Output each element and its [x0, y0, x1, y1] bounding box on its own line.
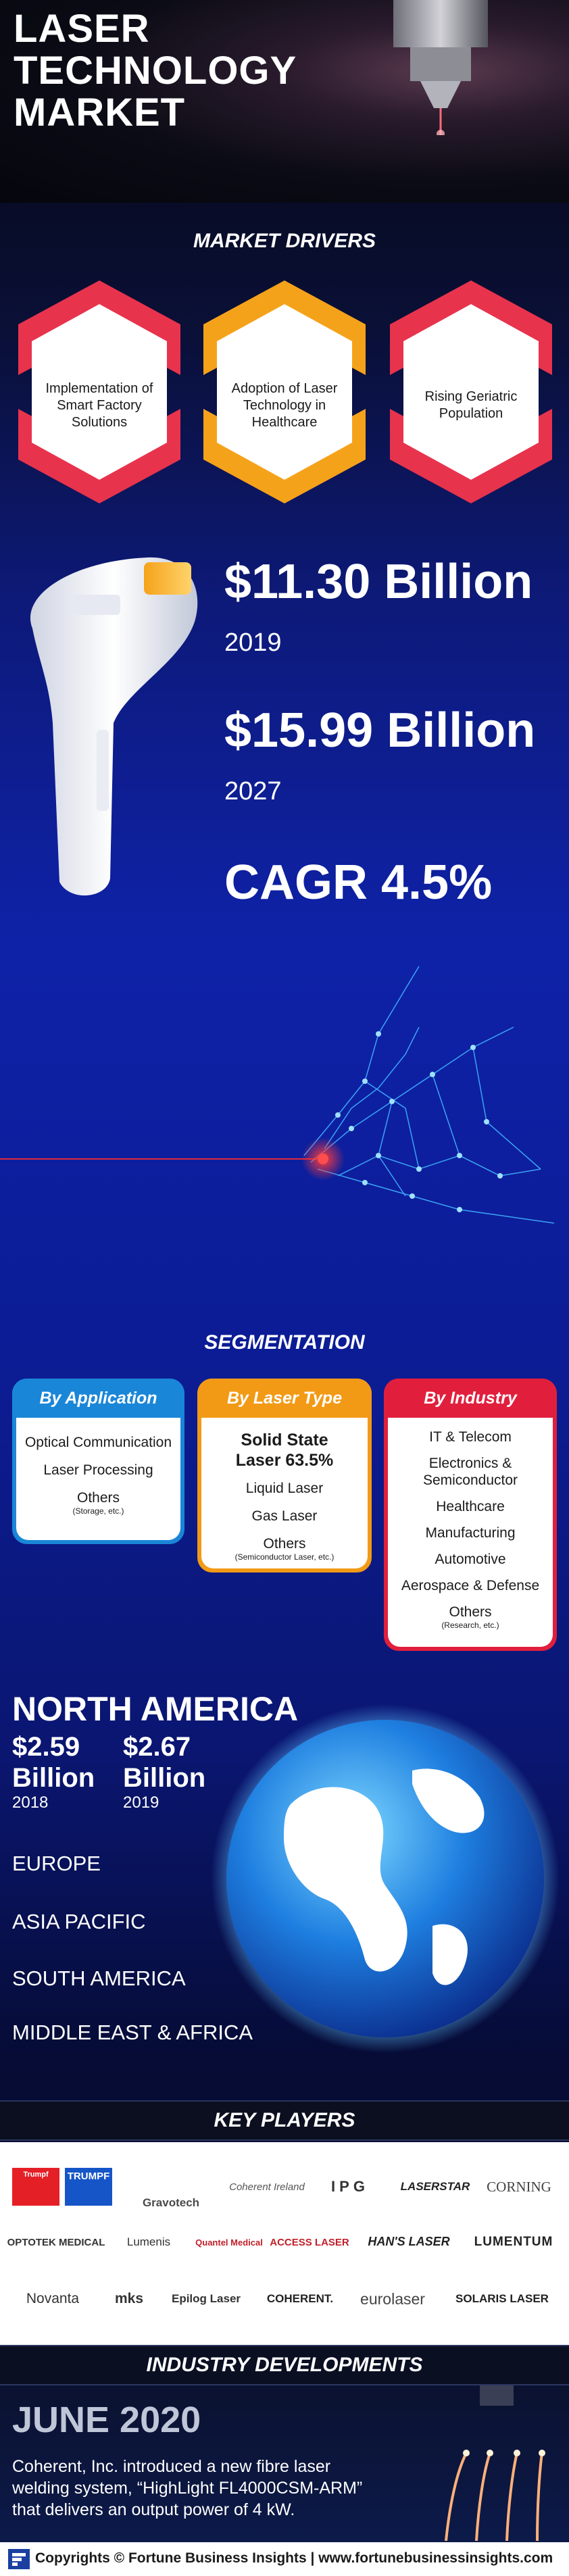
footer: Copyrights © Fortune Business Insights |…	[0, 2542, 569, 2576]
industry-developments-band: INDUSTRY DEVELOPMENTS	[0, 2345, 569, 2385]
segment-item: IT & Telecom	[429, 1429, 512, 1445]
robotic-arm-network-illustration	[0, 966, 555, 1224]
region-middle-east-africa: MIDDLE EAST & AFRICA	[12, 2021, 253, 2044]
segment-card-application: By Application Optical Communication Las…	[12, 1379, 184, 1544]
hexagon-icon	[390, 280, 552, 503]
segment-header: By Industry	[384, 1379, 557, 1418]
driver-hexagon-2: Adoption of Laser Technology in Healthca…	[200, 277, 369, 507]
segment-item: Laser Processing	[43, 1462, 153, 1478]
logo-trumpf: TRUMPF	[65, 2168, 112, 2206]
segment-item: Manufacturing	[425, 1525, 516, 1541]
na-2019-value: $2.67	[123, 1732, 191, 1762]
segment-item: Liquid Laser	[245, 1481, 324, 1496]
na-2018-value: $2.59	[12, 1732, 80, 1762]
segment-item: Electronics & Semiconductor	[422, 1456, 518, 1488]
segment-highlight: Solid State Laser 63.5%	[235, 1431, 334, 1470]
region-north-america: NORTH AMERICA	[12, 1690, 299, 1728]
hero-banner: LASER TECHNOLOGY MARKET	[0, 0, 569, 203]
na-2019-year: 2019	[123, 1793, 159, 1812]
region-south-america: SOUTH AMERICA	[12, 1966, 186, 1990]
market-value-2027: $15.99 Billion	[224, 703, 536, 758]
laser-machine-illustration	[393, 0, 488, 135]
segment-item: Automotive	[435, 1552, 506, 1567]
segment-item: Gas Laser	[251, 1508, 318, 1524]
na-2018-unit: Billion	[12, 1763, 95, 1793]
driver-hexagon-3: Rising Geriatric Population	[387, 277, 555, 507]
footer-copyright: Copyrights © Fortune Business Insights |…	[35, 2550, 553, 2566]
logo-hans-laser: HAN'S LASER	[368, 2234, 450, 2248]
segmentation-title: SEGMENTATION	[204, 1331, 365, 1354]
globe-icon	[211, 1704, 560, 2053]
segment-header: By Laser Type	[197, 1379, 372, 1418]
segment-item-others: Others (Semiconductor Laser, etc.)	[234, 1536, 335, 1562]
driver-text: Implementation of Smart Factory Solution…	[45, 380, 153, 430]
na-2018-block: $2.59 Billion 2018	[12, 1731, 95, 1812]
logo-coherent: COHERENT.	[266, 2292, 334, 2305]
segment-card-industry: By Industry IT & Telecom Electronics & S…	[384, 1379, 557, 1651]
na-2019-unit: Billion	[123, 1763, 206, 1793]
year-2019: 2019	[224, 628, 282, 657]
market-value-2019: $11.30 Billion	[224, 555, 533, 609]
fortune-logo-icon	[8, 2549, 30, 2569]
logo-epilog: Epilog Laser	[171, 2292, 241, 2305]
logo-corning: CORNING	[487, 2178, 551, 2195]
logo-lumentum: LUMENTUM	[474, 2235, 553, 2249]
logo-gravotech: Gravotech	[142, 2196, 200, 2209]
key-players-band: KEY PLAYERS	[0, 2100, 569, 2141]
logo-novanta: Novanta	[26, 2291, 80, 2306]
logo-optotek: OPTOTEK MEDICAL	[7, 2236, 105, 2248]
segment-item: Healthcare	[436, 1499, 505, 1514]
logo-access-laser: ACCESS LASER	[270, 2236, 349, 2248]
na-2019-block: $2.67 Billion 2019	[123, 1731, 205, 1812]
industry-developments-title: INDUSTRY DEVELOPMENTS	[146, 2354, 423, 2376]
driver-text: Rising Geriatric Population	[424, 389, 518, 421]
development-date: JUNE 2020	[12, 2400, 201, 2440]
region-asia-pacific: ASIA PACIFIC	[12, 1910, 146, 1933]
laser-welding-illustration	[445, 2385, 545, 2541]
segment-item: Optical Communication	[24, 1435, 172, 1450]
logo-ipg: IPG	[331, 2178, 369, 2195]
logo-lumenis: Lumenis	[126, 2235, 171, 2248]
driver-text: Adoption of Laser Technology in Healthca…	[231, 380, 338, 430]
logo-trumpf-small: Trumpf	[12, 2168, 59, 2206]
laser-device-icon	[30, 557, 198, 896]
segment-item-others: Others (Storage, etc.)	[72, 1490, 124, 1516]
development-text: Coherent, Inc. introduced a new fibre la…	[12, 2457, 363, 2519]
cagr-value: CAGR 4.5%	[224, 856, 493, 910]
segment-item: Aerospace & Defense	[401, 1578, 540, 1593]
logo-mks: mks	[114, 2291, 144, 2306]
key-players-title: KEY PLAYERS	[214, 2109, 355, 2131]
industry-developments-section: JUNE 2020 Coherent, Inc. introduced a ne…	[0, 2385, 569, 2542]
key-players-logos: Trumpf TRUMPF Gravotech Coherent Ireland…	[0, 2142, 569, 2345]
segment-header: By Application	[12, 1379, 184, 1418]
logo-quantel: Quantel Medical	[195, 2237, 263, 2248]
na-2018-year: 2018	[12, 1793, 49, 1812]
region-europe: EUROPE	[12, 1852, 101, 1875]
logo-solaris-laser: SOLARIS LASER	[455, 2292, 549, 2305]
logo-eurolaser: eurolaser	[360, 2289, 425, 2308]
page-title: LASER TECHNOLOGY MARKET	[14, 7, 297, 134]
hexagon-icon	[203, 280, 366, 503]
logo-coherent-ireland: Coherent Ireland	[229, 2181, 305, 2193]
year-2027: 2027	[224, 777, 282, 806]
segment-item-others: Others (Research, etc.)	[441, 1604, 499, 1630]
market-drivers-title: MARKET DRIVERS	[193, 230, 376, 252]
driver-hexagon-1: Implementation of Smart Factory Solution…	[15, 277, 184, 507]
hexagon-icon	[18, 280, 180, 503]
segment-card-laser-type: By Laser Type Solid State Laser 63.5% Li…	[197, 1379, 372, 1572]
logo-laserstar: LASERSTAR	[400, 2180, 470, 2193]
